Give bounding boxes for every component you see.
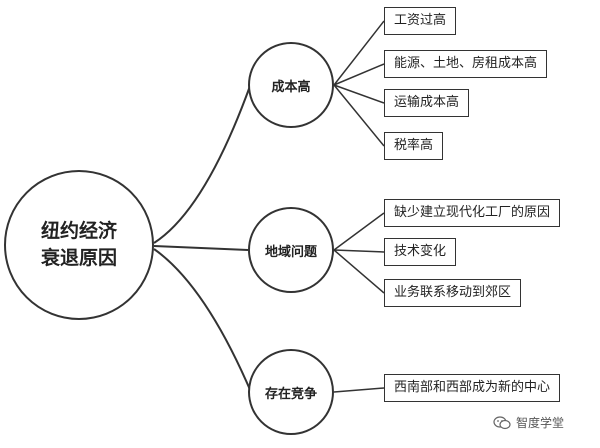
watermark-text: 智度学堂 [516,416,565,430]
leaf-box: 运输成本高 [384,89,470,117]
connector-root-to-cost [153,85,251,244]
leaf-box: 税率高 [384,132,444,160]
leaf-box: 业务联系移动到郊区 [384,279,522,307]
leaf-box: 技术变化 [384,238,457,266]
connector-region-items [333,212,385,294]
leaf-box: 工资过高 [384,7,457,35]
root-title-line2: 衰退原因 [40,247,117,269]
root-title-line1: 纽约经济 [40,220,117,242]
node-regional-issues: 地域问题 [248,207,334,293]
connector-cost-items [333,20,385,147]
connector-root-to-competition [153,248,252,393]
node-label: 存在竞争 [264,386,317,402]
wechat-icon [493,415,511,429]
node-label: 成本高 [271,79,311,95]
leaf-box: 缺少建立现代化工厂的原因 [384,199,561,227]
leaf-box: 西南部和西部成为新的中心 [384,374,561,402]
connector-competition-items [333,387,385,393]
leaf-box: 能源、土地、房租成本高 [384,50,548,78]
connector-root-to-region [153,245,249,251]
watermark: 智度学堂 [493,414,564,431]
root-node: 纽约经济 衰退原因 [4,170,154,320]
node-cost-high: 成本高 [248,42,334,128]
node-competition: 存在竞争 [248,349,334,435]
node-label: 地域问题 [264,244,317,260]
